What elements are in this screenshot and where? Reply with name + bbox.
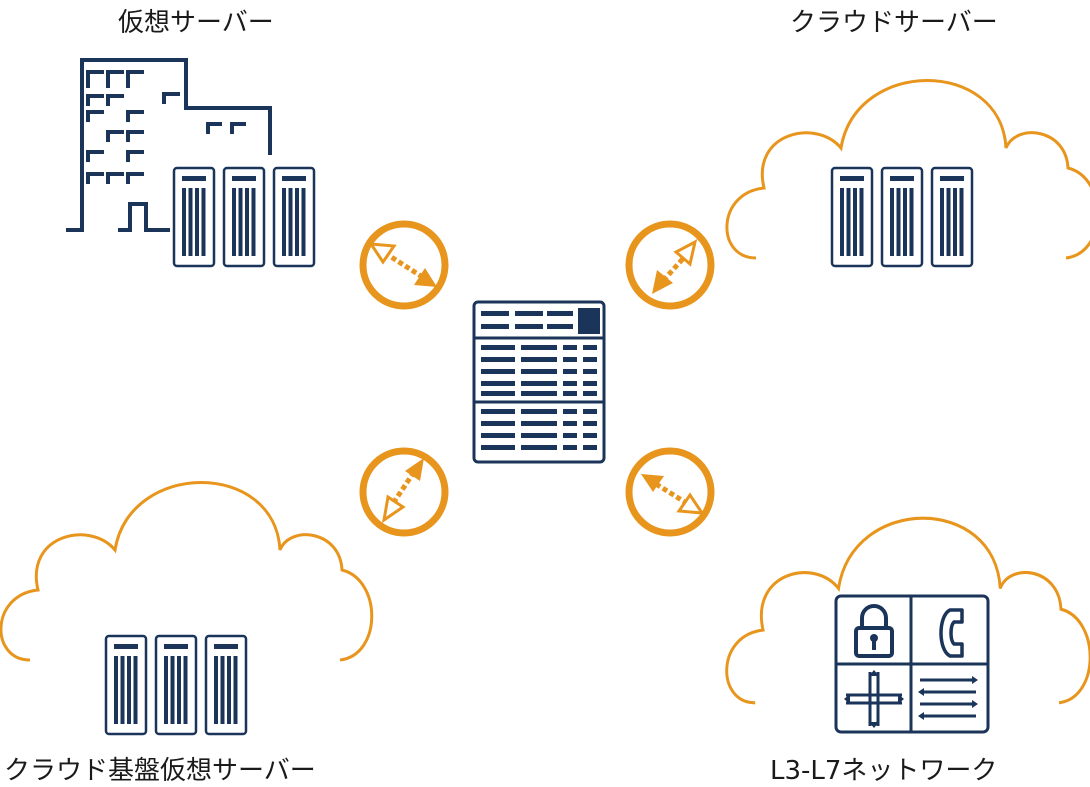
server-rack-icon (172, 166, 316, 268)
cloud-icon (0, 481, 374, 662)
bidirectional-arrow-icon (359, 447, 449, 537)
server-rack-icon (830, 166, 974, 268)
server-rack-icon (104, 634, 248, 736)
load-balancer-icon (918, 676, 978, 720)
office-building-icon (66, 58, 272, 232)
label-cloud-platform-virtual-server: クラウド基盤仮想サーバー (4, 756, 316, 786)
lock-icon (854, 604, 894, 658)
label-virtual-server: 仮想サーバー (118, 8, 274, 38)
bidirectional-arrow-icon (625, 220, 715, 310)
phone-icon (939, 608, 964, 658)
bidirectional-arrow-icon (625, 447, 715, 537)
routing-icon (844, 670, 904, 728)
label-cloud-server: クラウドサーバー (790, 8, 998, 38)
bidirectional-arrow-icon (359, 220, 449, 310)
label-l3-l7-network: L3-L7ネットワーク (770, 756, 998, 786)
network-services-panel-icon (834, 594, 990, 734)
switch-appliance-icon (472, 300, 606, 464)
